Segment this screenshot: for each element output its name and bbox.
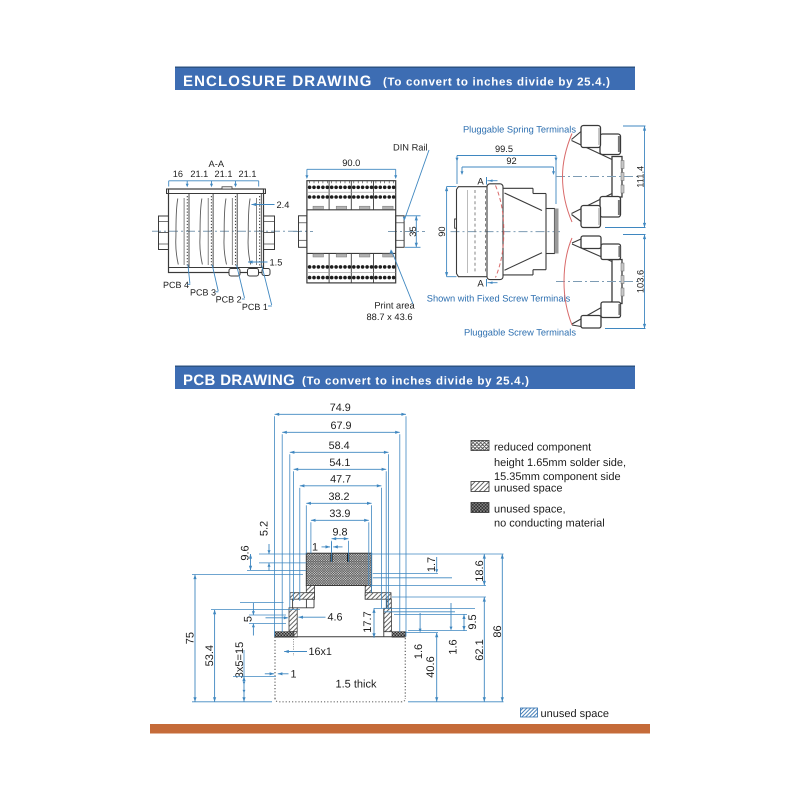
svg-text:unused space: unused space <box>541 708 610 720</box>
svg-text:54.1: 54.1 <box>329 457 350 469</box>
svg-text:PCB 3: PCB 3 <box>190 287 216 297</box>
svg-text:88.7 x 43.6: 88.7 x 43.6 <box>366 312 412 322</box>
svg-text:75: 75 <box>185 632 197 644</box>
svg-text:99.5: 99.5 <box>495 144 513 154</box>
svg-text:1.5: 1.5 <box>270 257 283 267</box>
svg-text:15.35mm component side: 15.35mm component side <box>494 471 621 483</box>
svg-text:3x5=15: 3x5=15 <box>234 642 246 678</box>
svg-text:no conducting material: no conducting material <box>494 518 605 530</box>
svg-text:9.6: 9.6 <box>239 545 251 560</box>
svg-text:1: 1 <box>312 541 318 553</box>
svg-text:(To convert to inches divide b: (To convert to inches divide by 25.4.) <box>383 77 611 89</box>
svg-text:unused space: unused space <box>494 483 563 495</box>
svg-text:33.9: 33.9 <box>329 508 350 520</box>
svg-text:PCB 4: PCB 4 <box>163 280 189 290</box>
svg-text:A: A <box>477 177 484 188</box>
svg-text:90.0: 90.0 <box>342 158 360 168</box>
svg-text:111.4: 111.4 <box>635 166 645 188</box>
svg-text:58.4: 58.4 <box>329 440 350 452</box>
svg-text:47.7: 47.7 <box>330 474 351 486</box>
svg-text:21.1: 21.1 <box>190 169 208 179</box>
svg-text:1.6: 1.6 <box>413 644 425 659</box>
svg-text:5.2: 5.2 <box>258 521 270 536</box>
svg-text:16: 16 <box>173 169 183 179</box>
svg-text:38.2: 38.2 <box>328 491 349 503</box>
svg-text:4.6: 4.6 <box>328 612 343 624</box>
svg-text:103.6: 103.6 <box>635 270 645 293</box>
svg-text:reduced component: reduced component <box>494 442 591 454</box>
svg-text:9.8: 9.8 <box>332 527 347 539</box>
svg-text:PCB DRAWING: PCB DRAWING <box>183 372 295 389</box>
svg-text:PCB 2: PCB 2 <box>216 294 242 304</box>
svg-text:92: 92 <box>506 156 516 166</box>
svg-text:Pluggable Spring Terminals: Pluggable Spring Terminals <box>463 125 576 135</box>
svg-text:9.5: 9.5 <box>467 614 479 629</box>
svg-text:height 1.65mm solder side,: height 1.65mm solder side, <box>494 457 626 469</box>
svg-text:DIN Rail: DIN Rail <box>393 143 428 153</box>
svg-text:53.4: 53.4 <box>204 645 216 666</box>
svg-text:21.1: 21.1 <box>239 169 257 179</box>
svg-text:(To convert to inches divide b: (To convert to inches divide by 25.4.) <box>302 375 530 387</box>
svg-text:A: A <box>477 279 484 290</box>
svg-text:35: 35 <box>408 226 418 236</box>
svg-text:Shown with Fixed Screw Termina: Shown with Fixed Screw Terminals <box>427 294 571 304</box>
svg-text:17.7: 17.7 <box>362 611 374 632</box>
svg-text:Pluggable Screw Terminals: Pluggable Screw Terminals <box>464 328 576 338</box>
svg-text:Print area: Print area <box>374 301 415 311</box>
svg-text:1.5 thick: 1.5 thick <box>336 679 377 691</box>
svg-text:40.6: 40.6 <box>425 656 437 677</box>
svg-text:1.6: 1.6 <box>448 639 460 654</box>
svg-text:74.9: 74.9 <box>330 402 351 414</box>
svg-text:PCB 1: PCB 1 <box>242 302 268 312</box>
svg-text:ENCLOSURE DRAWING: ENCLOSURE DRAWING <box>183 73 373 90</box>
svg-text:1: 1 <box>291 668 297 680</box>
svg-text:62.1: 62.1 <box>474 639 486 660</box>
svg-text:67.9: 67.9 <box>330 420 351 432</box>
svg-text:16x1: 16x1 <box>309 646 332 658</box>
svg-text:5: 5 <box>243 616 255 622</box>
svg-text:A-A: A-A <box>209 159 225 169</box>
svg-text:90: 90 <box>437 226 447 236</box>
svg-text:86: 86 <box>492 625 504 637</box>
svg-text:2.4: 2.4 <box>277 200 290 210</box>
svg-text:1.7: 1.7 <box>426 557 438 572</box>
svg-text:unused space,: unused space, <box>494 504 566 516</box>
svg-text:21.1: 21.1 <box>215 169 233 179</box>
svg-text:18.6: 18.6 <box>474 560 486 581</box>
